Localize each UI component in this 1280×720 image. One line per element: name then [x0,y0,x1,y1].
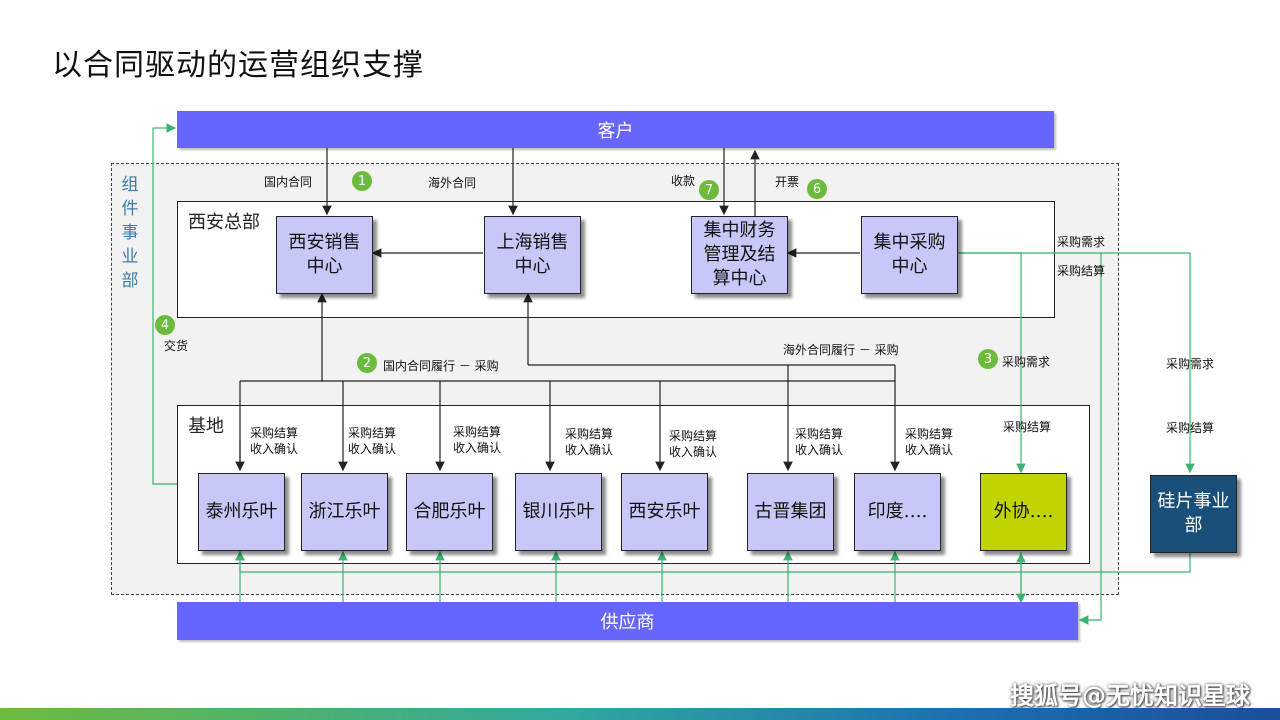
watermark: 搜狐号@无忧知识星球 [1010,682,1250,710]
step-badge-2: 2 [357,353,377,373]
label-collection: 收款 [671,174,696,188]
finance-settlement-center: 集中财务 管理及结 算中心 [691,216,788,294]
group-label-char: 件 [121,199,139,219]
step-badge-1: 1 [352,171,372,191]
group-label-char: 部 [121,271,139,291]
label-settle-confirm: 采购结算 收入确认 [348,426,397,456]
customer-bar: 客户 [177,111,1054,148]
base-node-gujin: 古晋集团 [747,473,834,551]
step-badge-7: 7 [699,180,719,200]
label-settle-confirm: 采购结算 收入确认 [565,427,614,457]
base-node-yinchuan: 银川乐叶 [515,473,602,551]
label-invoice: 开票 [775,175,800,189]
label-domestic-contract: 国内合同 [264,175,313,189]
step-badge-6: 6 [807,179,827,199]
group-label-char: 业 [121,247,139,267]
central-procurement-center: 集中采购 中心 [861,216,958,294]
component-division-label: 组 件 事 业 部 [120,173,140,293]
label-proc-demand-2: 采购需求 [1002,355,1051,369]
supplier-bar: 供应商 [177,602,1078,640]
label-settle-confirm: 采购结算 收入确认 [795,427,844,457]
label-proc-settle-2: 采购结算 [1003,420,1052,434]
label-overseas-contract: 海外合同 [428,176,477,190]
base-node-xian: 西安乐叶 [621,473,708,551]
silicon-division: 硅片事业 部 [1150,475,1237,553]
page-title: 以合同驱动的运营组织支撑 [52,48,424,83]
hq-panel-label: 西安总部 [188,212,260,233]
step-badge-3: 3 [978,349,998,369]
group-label-char: 组 [121,175,139,195]
label-proc-demand-3: 采购需求 [1166,357,1215,371]
shanghai-sales-center: 上海销售 中心 [484,216,581,294]
label-domestic-fulfill: 国内合同履行 － 采购 [383,359,499,373]
label-delivery: 交货 [164,339,189,353]
step-badge-4: 4 [155,315,175,335]
label-proc-demand-1: 采购需求 [1057,235,1106,249]
base-panel-label: 基地 [188,416,224,437]
base-node-taizhou: 泰州乐叶 [198,473,285,551]
label-settle-confirm: 采购结算 收入确认 [453,425,502,455]
label-settle-confirm: 采购结算 收入确认 [250,426,299,456]
footer-gradient-bar [0,708,1280,720]
label-proc-settle-1: 采购结算 [1057,264,1106,278]
label-overseas-fulfill: 海外合同履行 － 采购 [783,343,899,357]
label-settle-confirm: 采购结算 收入确认 [669,429,718,459]
xian-sales-center: 西安销售 中心 [276,216,373,294]
label-proc-settle-3: 采购结算 [1166,421,1215,435]
group-label-char: 事 [121,223,139,243]
base-node-zhejiang: 浙江乐叶 [301,473,388,551]
label-settle-confirm: 采购结算 收入确认 [905,427,954,457]
base-node-india: 印度…. [854,473,941,551]
base-node-outsource: 外协…. [980,473,1067,551]
base-node-hefei: 合肥乐叶 [406,473,493,551]
